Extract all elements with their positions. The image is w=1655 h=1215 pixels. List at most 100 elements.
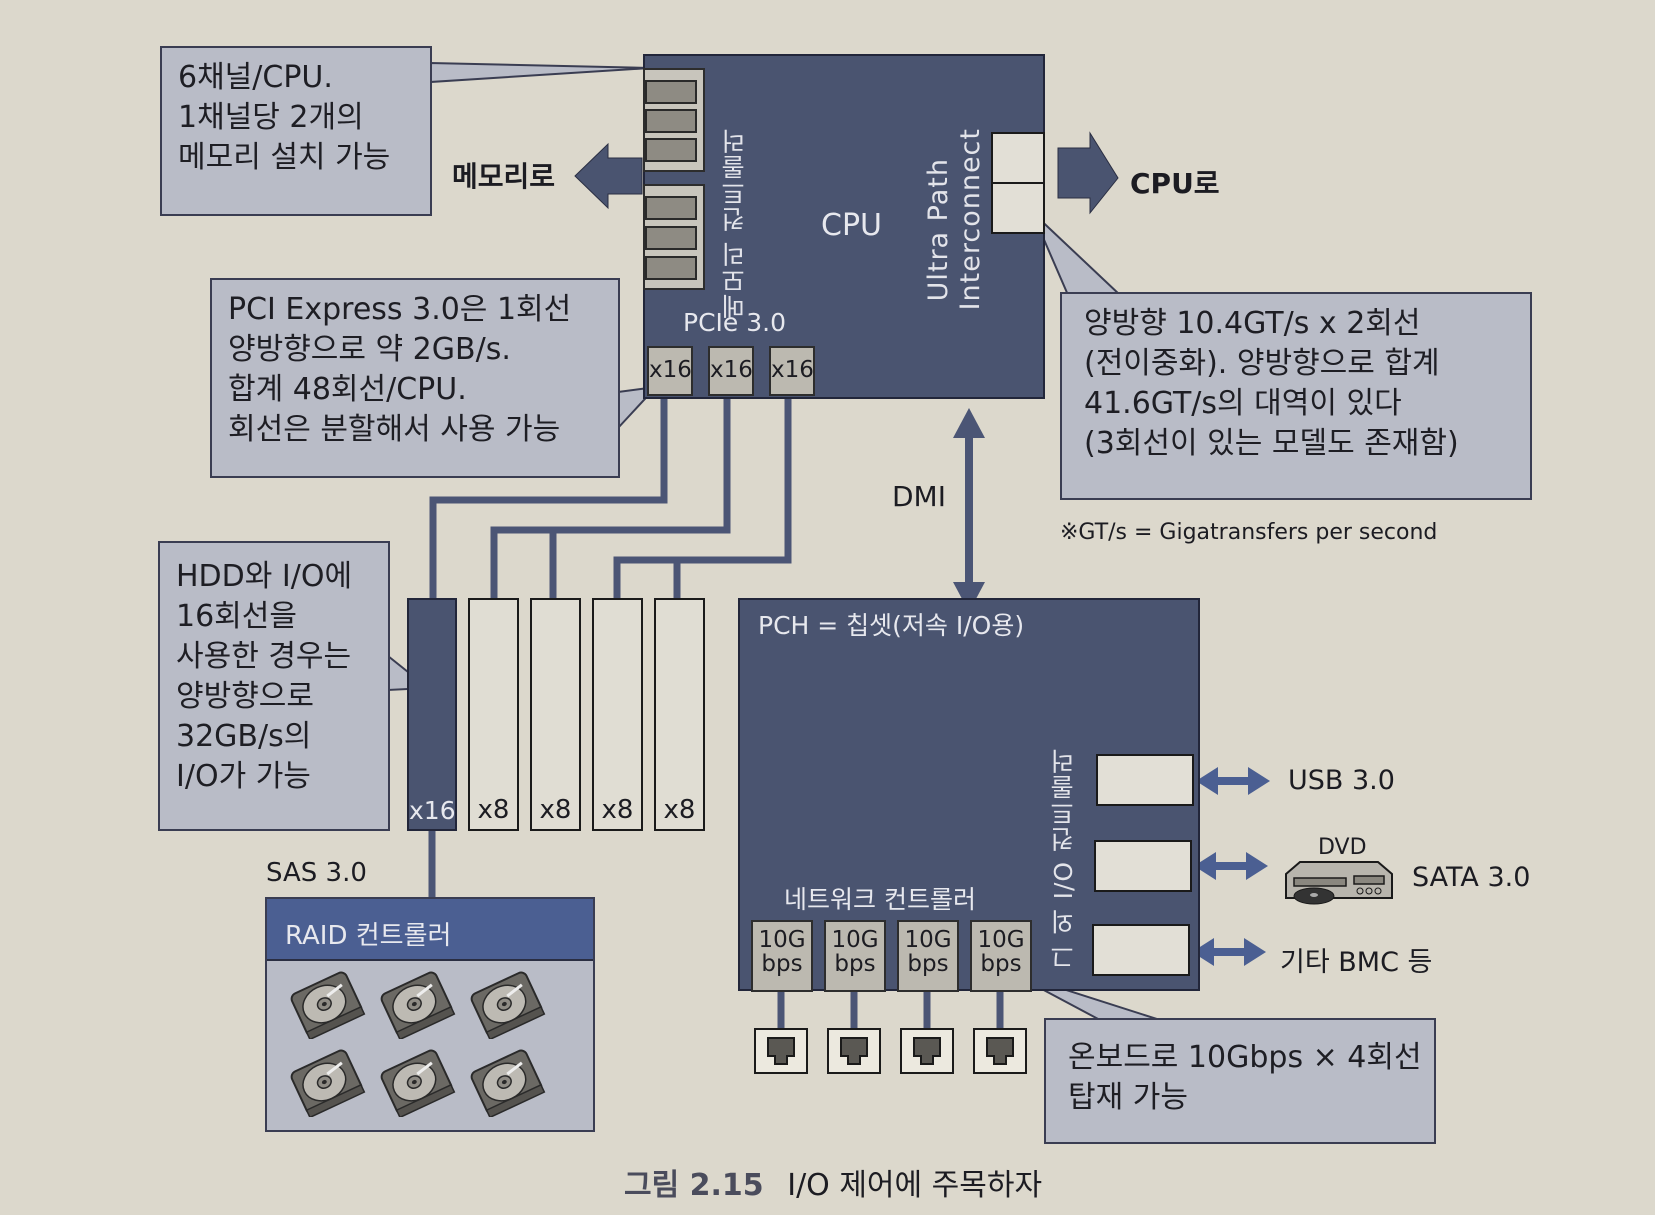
callout-line: 양방향 10.4GT/s x 2회선 — [1084, 306, 1421, 341]
pch-title: PCH = 칩셋(저속 I/O용) — [758, 611, 1025, 640]
pcie-slot-label: x8 — [663, 795, 696, 825]
nic-unit: bps — [907, 951, 949, 977]
callout-line: 사용한 경우는 — [176, 639, 352, 674]
pcie-slot-x8: x8 — [530, 598, 581, 831]
hdd-grid — [287, 971, 587, 1121]
memory-stick — [645, 80, 697, 104]
nic-port: 10G bps — [970, 920, 1032, 992]
onboard-nic-callout: 온보드로 10Gbps × 4회선 탑재 가능 — [1044, 1018, 1436, 1144]
pcie-wire-c — [613, 395, 792, 600]
upi-callout-pointer — [1031, 211, 1123, 296]
pcie-port-label: x16 — [771, 357, 814, 383]
pch-block: PCH = 칩셋(저속 I/O용) 네트워크 컨트롤러 10G bps 10G … — [738, 598, 1200, 992]
raid-controller: RAID 컨트롤러 — [265, 897, 595, 1132]
nic-port: 10G bps — [897, 920, 959, 992]
pcie-port-label: x16 — [710, 357, 753, 383]
sata-label: SATA 3.0 — [1412, 862, 1531, 893]
memory-stick — [645, 109, 697, 133]
pcie-port: x16 — [708, 346, 754, 396]
bmc-label: 기타 BMC 등 — [1280, 947, 1433, 978]
memory-channel-group-1 — [643, 68, 705, 172]
memory-callout-pointer — [429, 61, 651, 84]
callout-line: 온보드로 10Gbps × 4회선 — [1068, 1040, 1422, 1075]
memory-callout: 6채널/CPU. 1채널당 2개의 메모리 설치 가능 — [160, 46, 432, 216]
memory-stick — [645, 226, 697, 250]
callout-line: 탑재 가능 — [1068, 1080, 1188, 1115]
rj45-port — [754, 1028, 808, 1074]
pcie-port: x16 — [647, 346, 693, 396]
raid-title: RAID 컨트롤러 — [285, 921, 452, 951]
memory-stick — [645, 138, 697, 162]
memory-stick — [645, 196, 697, 220]
pcie-slot-x8: x8 — [468, 598, 519, 831]
upi-callout: 양방향 10.4GT/s x 2회선 (전이중화). 양방향으로 합계 41.6… — [1060, 292, 1532, 500]
cpu-arrow-label: CPU로 — [1130, 167, 1220, 200]
dmi-arrow — [953, 408, 985, 612]
ethernet-jack-icon — [986, 1037, 1014, 1065]
upi-label-line2: Interconnect — [955, 128, 986, 311]
sas-label: SAS 3.0 — [266, 858, 367, 888]
callout-line: HDD와 I/O에 — [176, 559, 353, 594]
figure-caption: 그림 2.15 I/O 제어에 주목하자 — [624, 1160, 1042, 1204]
callout-line: 합계 48회선/CPU. — [228, 372, 467, 407]
pcie-slot-label: x8 — [601, 795, 634, 825]
hard-disk-icon — [470, 1049, 546, 1117]
pcie-slot-x16: x16 — [407, 598, 457, 831]
nic-unit: bps — [980, 951, 1022, 977]
hard-disk-icon — [380, 971, 456, 1039]
pcie-port-label: x16 — [649, 357, 692, 383]
network-controller-label: 네트워크 컨트롤러 — [784, 885, 976, 914]
dvd-drive-icon — [1285, 861, 1393, 905]
callout-line: 6채널/CPU. — [178, 60, 333, 95]
pcie-slot-label: x8 — [539, 795, 572, 825]
cpu-label: CPU — [821, 208, 882, 243]
memory-controller-label: 메모리 컨트롤러 — [720, 128, 749, 319]
hard-disk-icon — [290, 971, 366, 1039]
ethernet-jack-icon — [840, 1037, 868, 1065]
callout-line: 32GB/s의 — [176, 719, 312, 754]
pcie-slot-label: x8 — [477, 795, 510, 825]
pcie-slot-label: x16 — [409, 796, 456, 825]
callout-line: (전이중화). 양방향으로 합계 — [1084, 346, 1440, 381]
cpu-arrow — [1057, 131, 1119, 215]
nic-unit: bps — [834, 951, 876, 977]
nic-speed: 10G — [758, 927, 806, 953]
pcie-wire-a — [490, 395, 731, 600]
nic-port: 10G bps — [824, 920, 886, 992]
nic-speed: 10G — [904, 927, 952, 953]
pcie-wire-x16 — [429, 395, 668, 600]
memory-arrow-label: 메모리로 — [452, 160, 556, 193]
figure-number: 그림 2.15 — [624, 1168, 764, 1203]
callout-line: 양방향으로 약 2GB/s. — [228, 332, 511, 367]
callout-line: 양방향으로 — [176, 679, 314, 714]
memory-channel-group-2 — [643, 184, 705, 290]
callout-line: PCI Express 3.0은 1회선 — [228, 292, 572, 327]
rj45-port — [973, 1028, 1027, 1074]
hard-disk-icon — [380, 1049, 456, 1117]
usb-label: USB 3.0 — [1288, 765, 1395, 796]
callout-line: 41.6GT/s의 대역이 있다 — [1084, 386, 1402, 421]
hard-disk-icon — [470, 971, 546, 1039]
pcie-slot-x8: x8 — [654, 598, 705, 831]
callout-line: 회선은 분할해서 사용 가능 — [228, 412, 561, 447]
other-io-controller-label: 그 외 I/O 컨트롤러 — [1049, 748, 1078, 970]
callout-line: (3회선이 있는 모델도 존재함) — [1084, 426, 1459, 461]
cpu-block: 메모리 컨트롤러 CPU Ultra Path Interconnect PCI… — [643, 54, 1045, 399]
figure-title: I/O 제어에 주목하자 — [787, 1168, 1043, 1203]
upi-port-1 — [991, 132, 1045, 184]
nic-speed: 10G — [977, 927, 1025, 953]
rj45-port — [900, 1028, 954, 1074]
bmc-arrow — [1192, 938, 1266, 966]
callout-line: 16회선을 — [176, 599, 297, 634]
callout-line: 1채널당 2개의 — [178, 100, 364, 135]
dvd-label: DVD — [1318, 835, 1367, 860]
io-port-bmc — [1092, 924, 1190, 976]
sata-arrow — [1194, 852, 1268, 880]
pcie-slot-x8: x8 — [592, 598, 643, 831]
upi-footnote: ※GT/s = Gigatransfers per second — [1060, 520, 1438, 545]
callout-line: 메모리 설치 가능 — [178, 140, 391, 175]
raid-header: RAID 컨트롤러 — [267, 899, 593, 961]
upi-label-line1: Ultra Path — [923, 158, 954, 302]
nic-port: 10G bps — [751, 920, 813, 992]
